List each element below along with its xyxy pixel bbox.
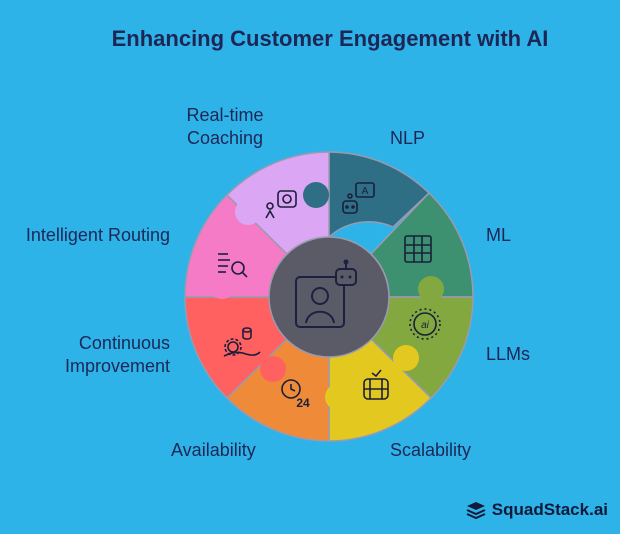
neural-icon: ai (409, 308, 441, 340)
label-ml: ML (486, 225, 512, 245)
label-llms: LLMs (486, 344, 531, 364)
puzzle-knobs (209, 182, 444, 410)
person-bot-icon (295, 259, 357, 328)
label-intelligent-routing: Intelligent Routing (25, 225, 170, 245)
chat-ai-icon: A (342, 182, 375, 214)
brand-name: SquadStack.ai (491, 500, 608, 519)
clock-24-icon: 24 (281, 379, 310, 410)
database-icon (363, 369, 389, 400)
layers-icon (466, 502, 486, 519)
svg-text:ai: ai (421, 320, 430, 331)
coach-icon (265, 190, 297, 219)
svg-text:A: A (362, 186, 369, 197)
svg-text:24: 24 (296, 396, 310, 410)
center-hub (268, 236, 390, 358)
label-availability: Availability (171, 440, 256, 460)
gear-data-icon (223, 327, 261, 357)
brand-logo: SquadStack.ai (466, 500, 608, 520)
label-nlp: NLP (390, 128, 426, 148)
grid-icon (404, 235, 432, 263)
label-scalability: Scalability (390, 440, 472, 460)
routing-search-icon (218, 253, 248, 278)
page-title: Enhancing Customer Engagement with AI (111, 26, 549, 51)
segment-nlp (328, 151, 431, 239)
